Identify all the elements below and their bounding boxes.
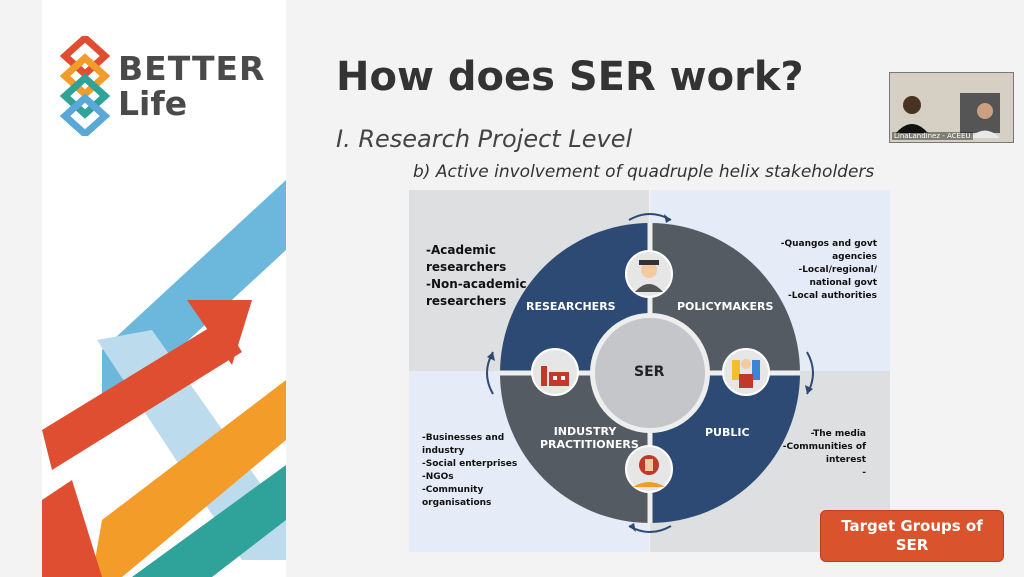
policymakers-list-item: agencies — [832, 252, 877, 262]
left-panel — [42, 0, 286, 577]
policymakers-list: -Quangos and govt agencies -Local/region… — [765, 238, 877, 303]
logo-mark-icon — [60, 36, 110, 136]
industry-list-item: organisations — [422, 498, 492, 508]
policymakers-list-item: -Local/regional/ — [798, 265, 877, 275]
center-label: SER — [634, 364, 665, 380]
slide-title: How does SER work? — [336, 54, 804, 100]
researchers-list-item: -Non-academic — [426, 277, 527, 291]
policymakers-list-item: -Local authorities — [787, 291, 877, 301]
public-list-item: - — [862, 468, 866, 478]
segment-label-researchers: RESEARCHERS — [526, 300, 616, 313]
segment-label-industry-line1: INDUSTRY — [553, 425, 617, 438]
logo-line2: Life — [118, 84, 188, 123]
participant-name: LinaLandinez - ACEEU — [892, 132, 973, 140]
industry-list-item: -Community — [422, 485, 484, 495]
participant-video-feed — [890, 73, 1013, 142]
public-list-item: -The media — [810, 429, 866, 439]
target-groups-label: Target Groups of SER — [820, 510, 1004, 562]
researchers-list-item: researchers — [426, 294, 507, 308]
industry-icon — [531, 348, 579, 396]
researchers-list: -Academic researchers -Non-academic rese… — [426, 242, 527, 310]
industry-list-item: -NGOs — [422, 472, 454, 482]
researchers-list-item: researchers — [426, 260, 507, 274]
segment-label-public: PUBLIC — [705, 426, 750, 439]
researchers-list-item: -Academic — [426, 243, 496, 257]
quadruple-helix-diagram: RESEARCHERS POLICYMAKERS INDUSTRY PRACTI… — [409, 190, 890, 552]
public-list-item: interest — [825, 455, 866, 465]
segment-label-industry-line2: PRACTITIONERS — [540, 438, 639, 451]
target-groups-line1: Target Groups of — [841, 517, 983, 536]
policymaker-icon — [722, 348, 770, 396]
participant-video[interactable]: LinaLandinez - ACEEU — [889, 72, 1014, 143]
slide-subtitle: I. Research Project Level — [336, 125, 633, 153]
policymakers-list-item: -Quangos and govt — [780, 239, 877, 249]
target-groups-line2: SER — [895, 536, 929, 554]
industry-list-item: -Businesses and — [422, 433, 505, 443]
logo-text: BETTER Life — [118, 52, 265, 120]
public-list-item: -Communities of — [782, 442, 866, 452]
logo-line1: BETTER — [118, 49, 266, 88]
industry-list: -Businesses and industry -Social enterpr… — [422, 432, 517, 510]
industry-list-item: -Social enterprises — [422, 459, 518, 469]
policymakers-list-item: national govt — [809, 278, 877, 288]
segment-label-industry: INDUSTRY PRACTITIONERS — [540, 425, 639, 451]
researcher-icon — [625, 250, 673, 298]
industry-list-item: industry — [422, 446, 465, 456]
slide-subsubtitle: b) Active involvement of quadruple helix… — [413, 162, 875, 182]
helix-wheel — [486, 213, 814, 533]
public-icon — [625, 445, 673, 493]
decorative-ribbons — [42, 180, 286, 577]
segment-label-policymakers: POLICYMAKERS — [677, 300, 774, 313]
public-list: -The media -Communities of interest - — [771, 428, 866, 480]
